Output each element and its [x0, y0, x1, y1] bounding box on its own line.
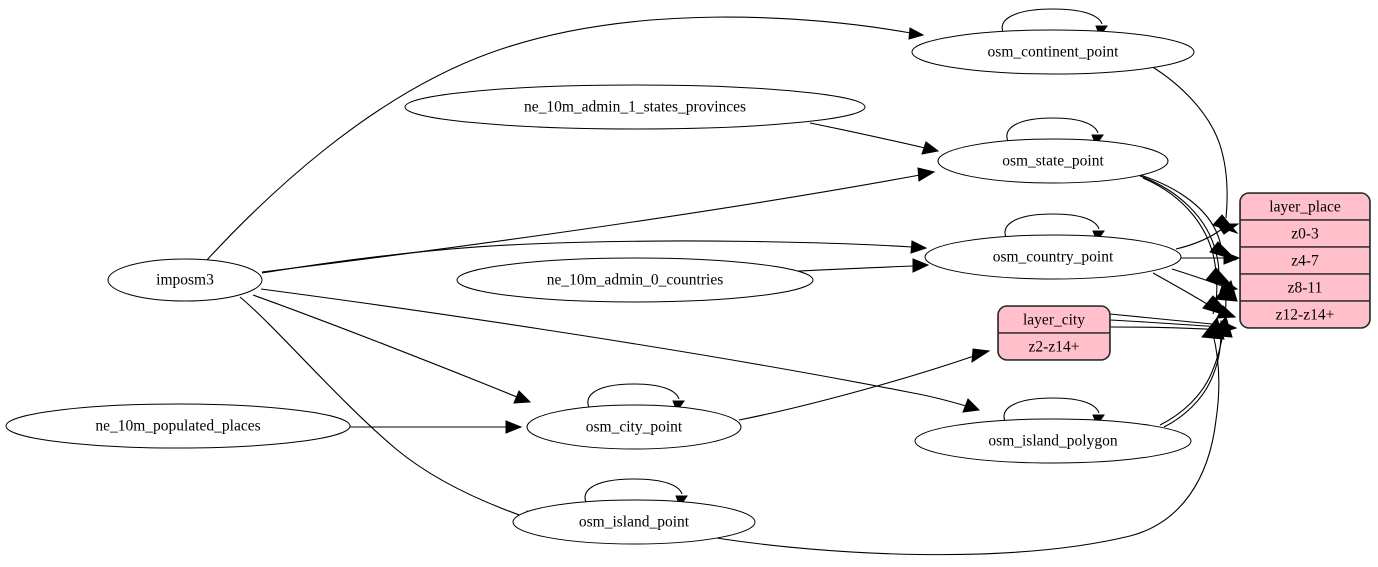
- arrowhead-ne_populated-osm_city_point: [505, 420, 523, 434]
- selfloop-osm_continent_point: [1001, 8, 1103, 38]
- node-ne_10m_populated_places[interactable]: ne_10m_populated_places: [5, 403, 351, 449]
- edge-layer: [205, 8, 1241, 556]
- layer_city-header-cell[interactable]: [998, 306, 1110, 334]
- layer_place-row-z12_z14[interactable]: [1240, 300, 1370, 328]
- layer_place-row-z8_11[interactable]: [1240, 273, 1370, 302]
- arrowhead-ne_countries-osm_country_point: [912, 258, 930, 273]
- arrowhead-country-z0_3: [1216, 223, 1240, 235]
- node-osm_island_point[interactable]: osm_island_point: [512, 499, 756, 545]
- layer_place-header-cell[interactable]: [1240, 193, 1370, 221]
- edge-ne_states_provinces-to-osm_state_point: [809, 122, 926, 149]
- arrowhead-island_polygon-z8_11: [1213, 279, 1238, 302]
- edge-layer_city-to-layer_place-alt1: [1109, 313, 1223, 326]
- layer_place-outline: [1239, 192, 1371, 329]
- node-imposm3[interactable]: imposm3: [107, 258, 263, 302]
- node-osm_island_polygon[interactable]: osm_island_polygon: [914, 418, 1192, 464]
- arrowhead-country-z4_7: [1223, 251, 1241, 265]
- edge-layer_city-to-layer_place-z12_z14: [1109, 319, 1222, 328]
- selfloop-osm_city_point: [587, 383, 680, 413]
- selfloop-osm_country_point: [1004, 213, 1100, 243]
- edge-imposm3-to-osm_island_point: [239, 296, 526, 518]
- selfloop-osm_state_point: [1006, 117, 1099, 147]
- edge-osm_island_point-to-layer_place-z12_z14: [709, 333, 1220, 556]
- edge-imposm3-to-osm_island_polygon: [260, 288, 967, 407]
- edge-osm_city_point-to-layer_city-z2_z14: [738, 355, 975, 421]
- arrowhead-imposm3-osm_continent_point: [908, 27, 925, 40]
- arrowhead-ne_states-osm_state_point: [921, 141, 940, 155]
- edge-osm_island_polygon-to-layer_place-z12_z14: [1163, 331, 1222, 428]
- arrowhead-city-layer_city: [971, 348, 991, 363]
- node-layer: imposm3 ne_10m_admin_1_states_provinces …: [5, 29, 1195, 545]
- edge-osm_country_point-to-layer_place-z0_3: [1175, 228, 1223, 250]
- edge-osm_country_point-to-layer_place-z8_11: [1171, 268, 1223, 287]
- arrowhead-imposm3-osm_country_point: [910, 240, 928, 254]
- arrowhead-layer_city-z12_z14: [1219, 320, 1238, 334]
- layer_place-row-z0_3[interactable]: [1240, 219, 1370, 248]
- arrowhead-imposm3-osm_state_point: [917, 167, 936, 182]
- edge-layer_city-to-layer_place-alt2: [1109, 326, 1223, 331]
- table-node-layer_city[interactable]: layer_city z2-z14+: [997, 305, 1111, 361]
- node-ne_10m_admin_1_states_provinces[interactable]: ne_10m_admin_1_states_provinces: [404, 84, 866, 130]
- selfloop-osm_island_polygon: [1003, 397, 1100, 427]
- edge-ne_countries-to-osm_country_point: [797, 265, 915, 272]
- arrowhead-imposm3-osm_island_polygon: [962, 398, 981, 413]
- node-osm_continent_point[interactable]: osm_continent_point: [911, 29, 1195, 75]
- table-node-layer_place[interactable]: layer_place z0-3 z4-7 z8-11 z12-z14+: [1239, 192, 1371, 329]
- arrowhead-selfloop-osm_city_point: [672, 400, 685, 413]
- edge-imposm3-to-osm_state_point: [261, 174, 921, 273]
- arrowhead-imposm3-osm_city_point: [513, 390, 532, 404]
- layer_city-outline: [997, 305, 1111, 361]
- edge-osm_continent_point-to-layer_place-z0_3: [1150, 65, 1228, 219]
- selfloop-osm_island_point: [584, 478, 683, 508]
- node-osm_state_point[interactable]: osm_state_point: [937, 138, 1169, 184]
- layer_place-row-z4_7[interactable]: [1240, 246, 1370, 275]
- node-ne_10m_admin_0_countries[interactable]: ne_10m_admin_0_countries: [456, 257, 814, 303]
- edge-osm_island_polygon-to-layer_place-z8_11: [1159, 295, 1227, 426]
- node-osm_city_point[interactable]: osm_city_point: [526, 404, 742, 450]
- edge-imposm3-to-osm_continent_point: [205, 16, 912, 262]
- layer_city-row-z2_z14[interactable]: [998, 332, 1110, 360]
- edge-imposm3-to-osm_country_point: [261, 240, 913, 274]
- edge-imposm3-to-osm_city_point: [252, 294, 518, 398]
- node-osm_country_point[interactable]: osm_country_point: [924, 234, 1182, 280]
- edge-osm_country_point-to-layer_place-z12_z14: [1152, 272, 1221, 313]
